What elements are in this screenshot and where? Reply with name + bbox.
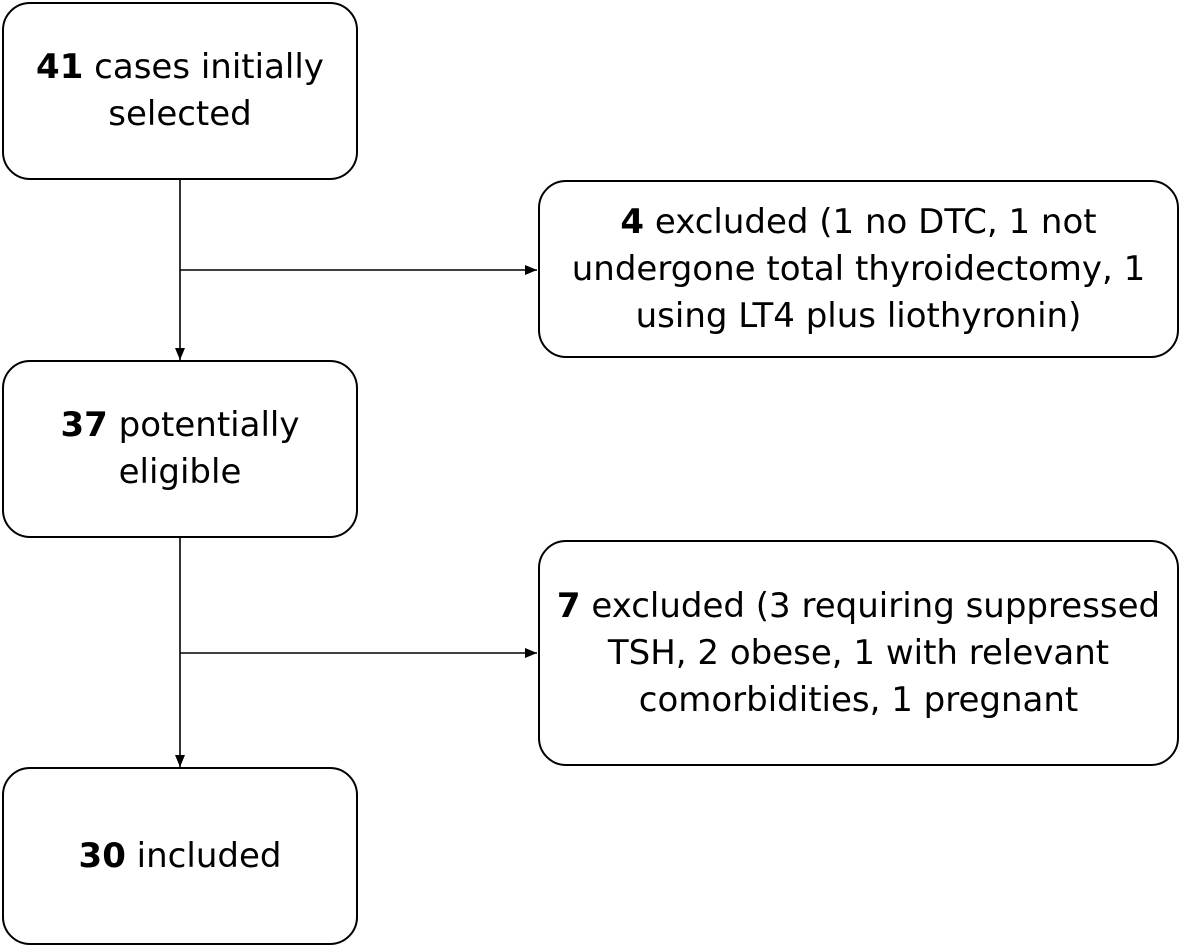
node-label: excluded (3 requiring suppressed TSH, 2 … xyxy=(580,585,1161,720)
node-label: cases initially selected xyxy=(83,47,324,134)
node-count: 41 xyxy=(36,47,84,87)
node-label: included xyxy=(125,835,282,876)
node-included: 30 included xyxy=(2,767,358,945)
node-count: 30 xyxy=(78,835,126,876)
node-label: excluded (1 no DTC, 1 not undergone tota… xyxy=(571,201,1146,336)
node-label: potentially eligible xyxy=(107,405,300,492)
node-count: 7 xyxy=(556,585,581,626)
node-excluded-first: 4 excluded (1 no DTC, 1 not undergone to… xyxy=(538,180,1179,358)
node-excluded-second: 7 excluded (3 requiring suppressed TSH, … xyxy=(538,540,1179,766)
node-potentially-eligible: 37 potentially eligible xyxy=(2,360,358,538)
node-count: 4 xyxy=(620,201,645,242)
node-cases-initially-selected: 41 cases initially selected xyxy=(2,2,358,180)
node-count: 37 xyxy=(60,405,108,445)
